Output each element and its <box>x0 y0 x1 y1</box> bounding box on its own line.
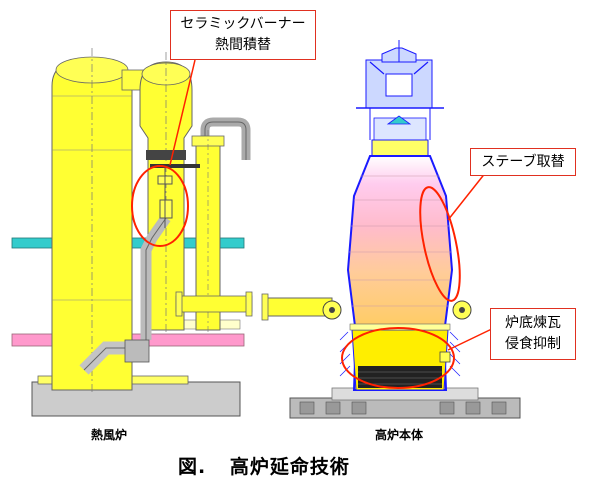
callout-hearth-line1: 炉底煉瓦 <box>505 315 561 331</box>
figure-caption: 図. 高炉延命技術 <box>178 452 350 479</box>
blast-furnace <box>261 40 521 419</box>
callout-ceramic-burner: セラミックバーナー 熱間積替 <box>170 10 316 60</box>
callout-ceramic-burner-line1: セラミックバーナー <box>180 16 306 32</box>
hearth-highlight-ellipse <box>341 327 455 389</box>
hot-stove <box>11 48 253 417</box>
callout-ceramic-burner-line2: 熱間積替 <box>215 37 271 53</box>
stave-pointer-arrow <box>447 171 487 221</box>
label-hot-stove: 熱風炉 <box>91 428 128 442</box>
hearth-pointer-arrow <box>447 325 499 351</box>
bustle-pipe <box>265 297 333 317</box>
burner-pointer-arrow <box>169 59 196 166</box>
callout-hearth-line2: 侵食抑制 <box>505 336 561 352</box>
callout-stave-text: ステーブ取替 <box>481 154 565 170</box>
callout-hearth: 炉底煉瓦 侵食抑制 <box>490 308 576 360</box>
burner-highlight-ellipse <box>131 165 189 247</box>
callout-stave: ステーブ取替 <box>470 148 576 176</box>
hearth-bricks <box>358 366 442 388</box>
furnace-foundation <box>289 397 521 419</box>
stave-highlight-ellipse <box>419 186 461 302</box>
figure-caption-prefix: 図. <box>178 456 207 478</box>
label-furnace-body: 高炉本体 <box>375 428 424 442</box>
figure-caption-title: 高炉延命技術 <box>229 456 350 478</box>
